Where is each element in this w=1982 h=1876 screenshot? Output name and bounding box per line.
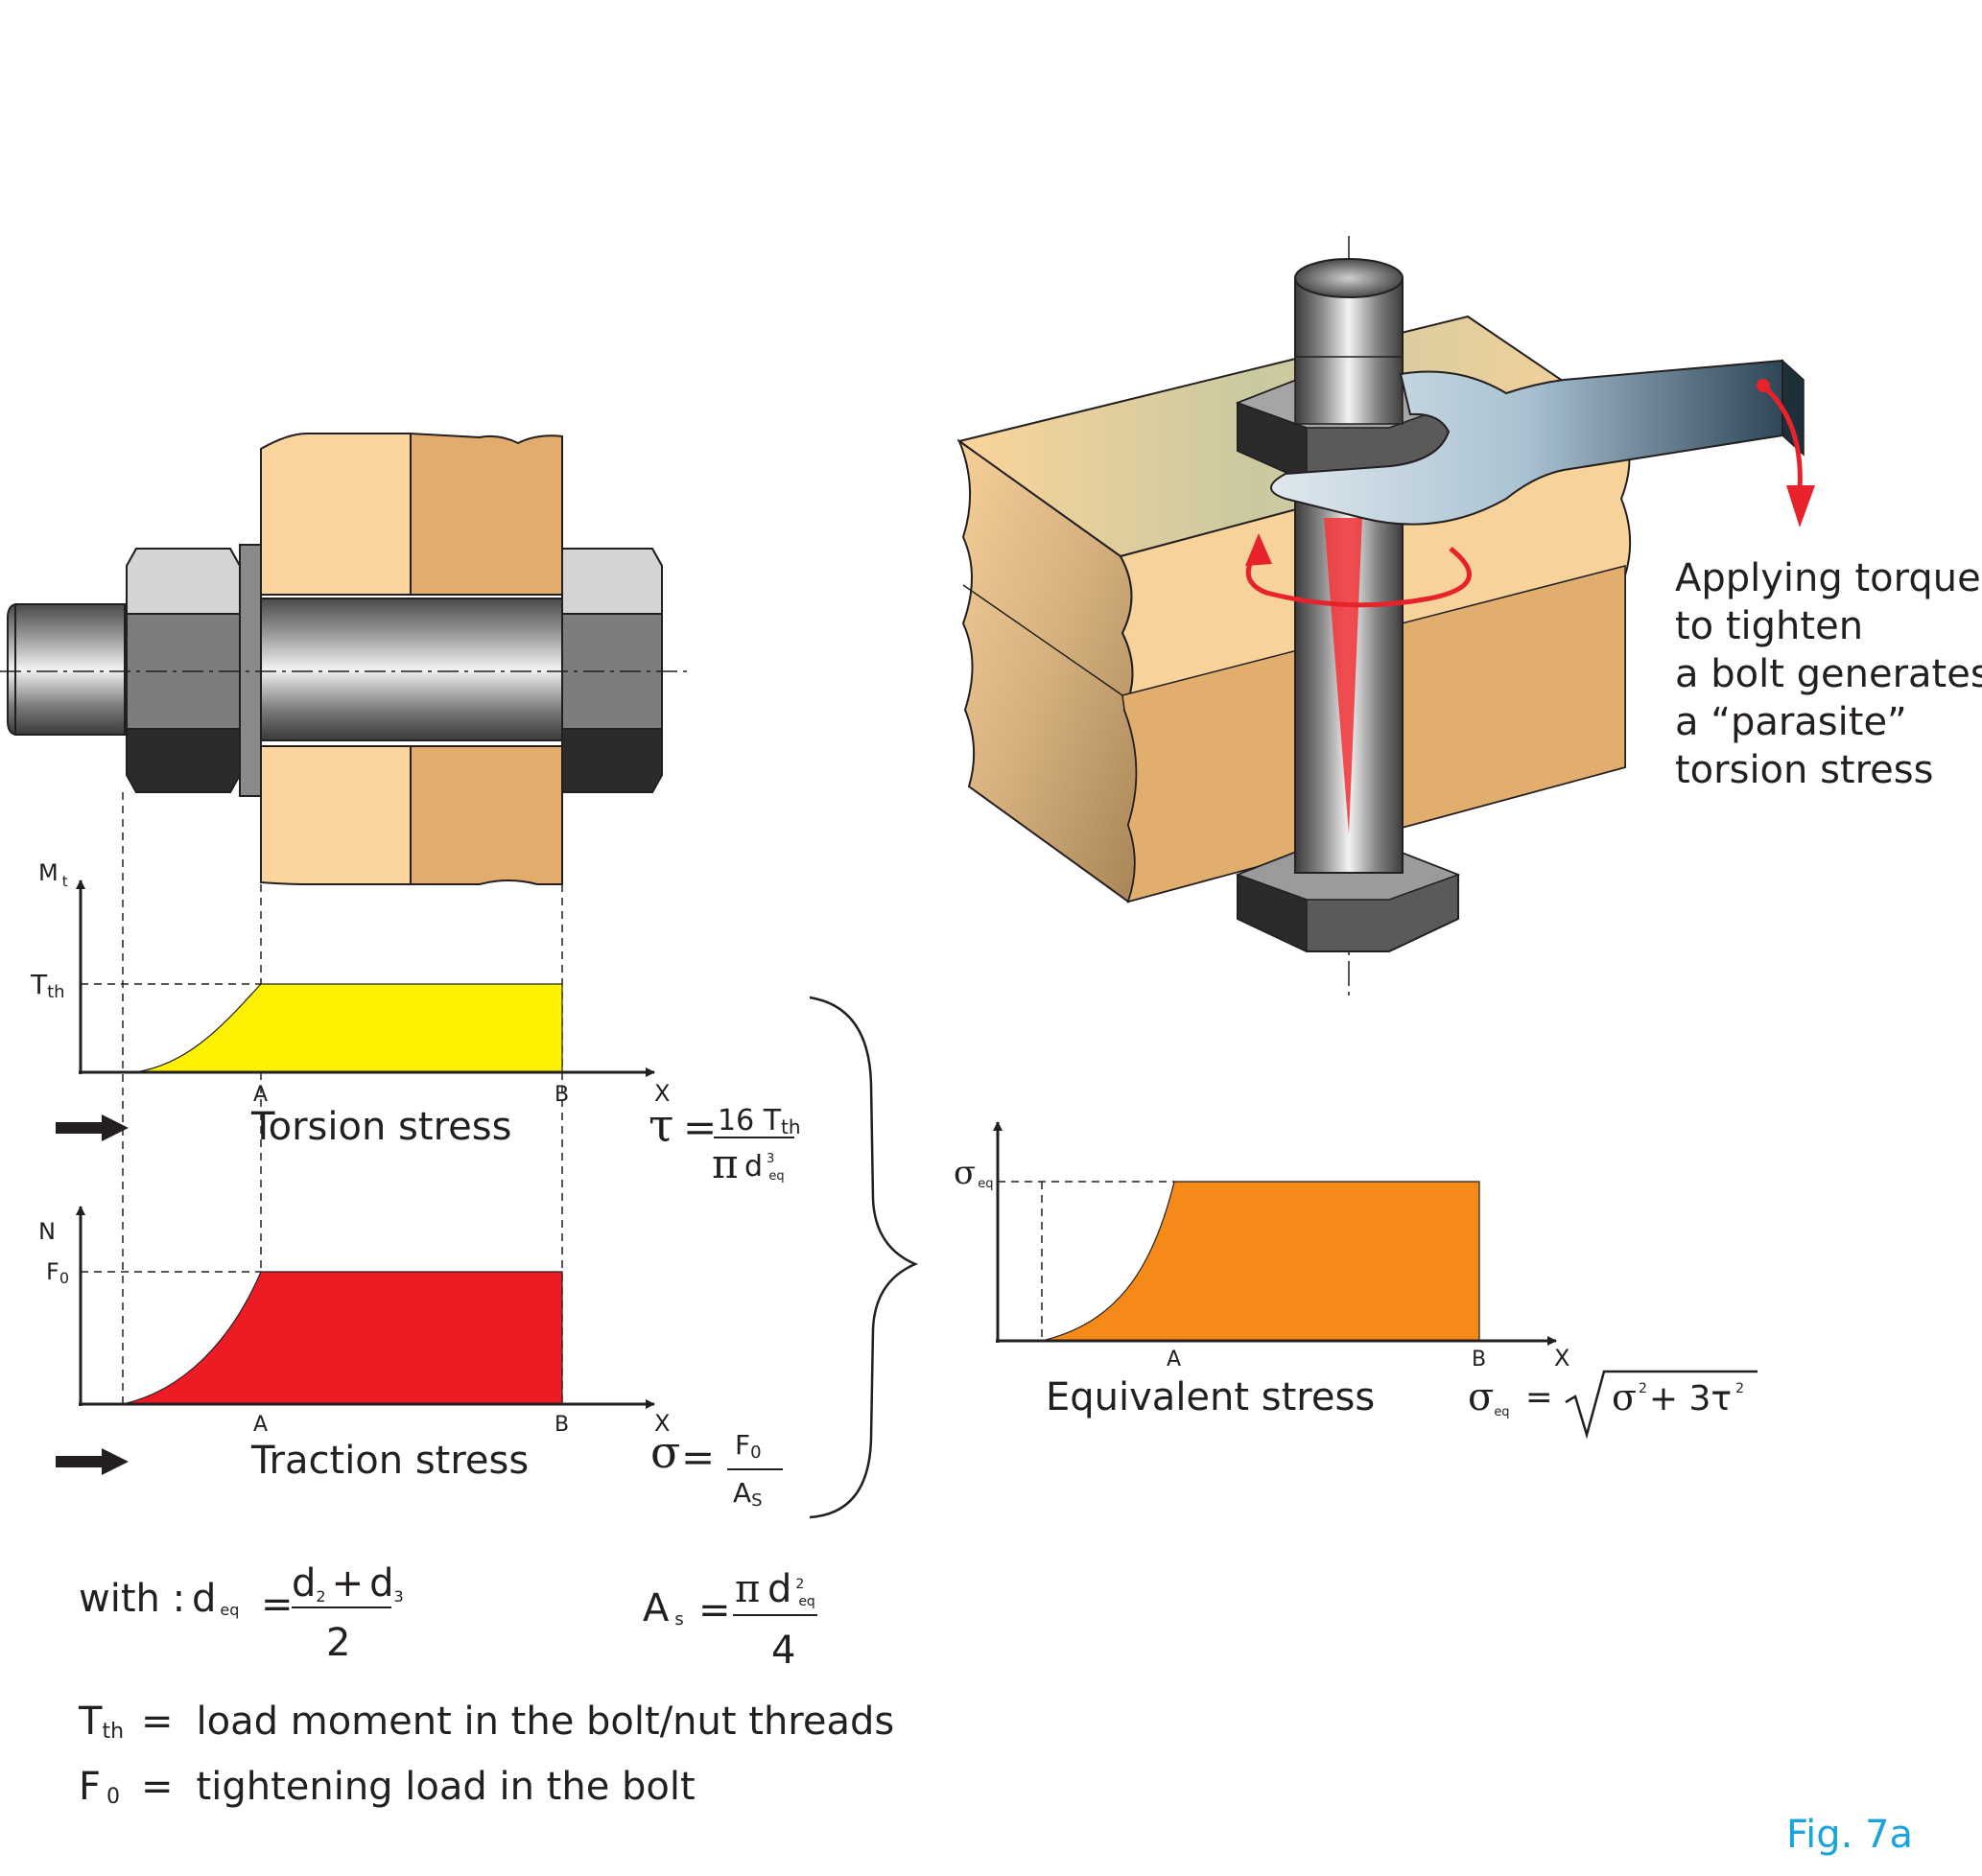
svg-text:16 Tth: 16 Tth [718, 1104, 801, 1138]
sqrt-sign [1565, 1370, 1758, 1440]
svg-text:F0: F0 [735, 1429, 762, 1463]
wrench [1270, 359, 1783, 526]
equivalent-xlabel: X [1554, 1345, 1569, 1372]
torsion-level-label: Tth [30, 969, 65, 1002]
svg-text:2: 2 [326, 1621, 350, 1665]
svg-text:a bolt generates: a bolt generates [1675, 652, 1982, 696]
svg-text:with :: with : [79, 1577, 185, 1621]
traction-area [122, 1271, 563, 1405]
svg-text:π: π [735, 1567, 760, 1611]
svg-text:AS: AS [733, 1477, 763, 1511]
bolt-shaft [237, 598, 563, 741]
figure-label: Fig. 7a [1786, 1813, 1913, 1857]
equivalent-point-a: A [1167, 1348, 1181, 1372]
lower-plate-left [260, 745, 412, 885]
upper-plate-right [410, 432, 563, 596]
svg-text:torsion stress: torsion stress [1675, 748, 1933, 792]
svg-text:σ2+ 3τ2: σ2+ 3τ2 [1612, 1376, 1744, 1419]
sigma-formula: σ = F0 AS [650, 1426, 783, 1511]
traction-point-b: B [554, 1413, 569, 1437]
svg-text:d2+d3: d2+d3 [292, 1561, 404, 1606]
svg-text:As: As [643, 1586, 684, 1630]
curly-brace [809, 996, 919, 1519]
torsion-arrow-icon [56, 1114, 129, 1141]
torsion-point-b: B [554, 1083, 569, 1107]
svg-text:Applying torque: Applying torque [1675, 556, 1981, 600]
bolt-end-cap [1294, 258, 1404, 298]
bolt-cross-section [0, 432, 691, 885]
torque-annotation: Applying torque to tighten a bolt genera… [1675, 556, 1982, 792]
traction-chart: N F0 A B X Traction stress [38, 1206, 670, 1483]
torsion-wedge [1324, 518, 1362, 834]
wrench-force-arrow-icon [1761, 384, 1803, 490]
svg-text:=: = [1525, 1378, 1553, 1417]
svg-text:=: = [261, 1583, 294, 1627]
washer [239, 544, 262, 797]
torsion-area [133, 983, 563, 1073]
torsion-caption: Torsion stress [250, 1105, 511, 1149]
traction-xlabel: X [654, 1410, 670, 1437]
bolt-threaded-end [7, 603, 126, 736]
equivalent-point-b: B [1472, 1348, 1486, 1372]
traction-arrow-icon [56, 1448, 129, 1475]
svg-text:σeq: σeq [1468, 1375, 1510, 1419]
lower-plate-right [410, 745, 563, 885]
svg-text:π: π [712, 1140, 739, 1187]
traction-level-label: F0 [46, 1258, 69, 1287]
torsion-point-a: A [253, 1083, 268, 1107]
equivalent-area [1041, 1181, 1480, 1342]
rotation-arrow-icon [1245, 547, 1472, 608]
svg-text:4: 4 [771, 1629, 795, 1673]
torsion-xlabel: X [654, 1080, 670, 1107]
equivalent-caption: Equivalent stress [1046, 1375, 1375, 1419]
traction-point-a: A [253, 1413, 268, 1437]
svg-text:σ: σ [650, 1426, 680, 1478]
svg-text:=: = [683, 1104, 717, 1151]
svg-text:deq: deq [192, 1577, 239, 1621]
traction-ylabel: N [38, 1218, 56, 1245]
traction-caption: Traction stress [250, 1439, 529, 1483]
svg-text:τ: τ [649, 1099, 674, 1153]
upper-plate-left [260, 433, 412, 596]
tth-definition: Tth=load moment in the bolt/nut threads [78, 1700, 894, 1744]
svg-text:to tighten: to tighten [1675, 604, 1863, 648]
svg-text:a “parasite”: a “parasite” [1675, 700, 1907, 744]
svg-text:=: = [681, 1434, 715, 1481]
wrench-illustration [956, 236, 1815, 997]
svg-text:=: = [698, 1588, 731, 1632]
